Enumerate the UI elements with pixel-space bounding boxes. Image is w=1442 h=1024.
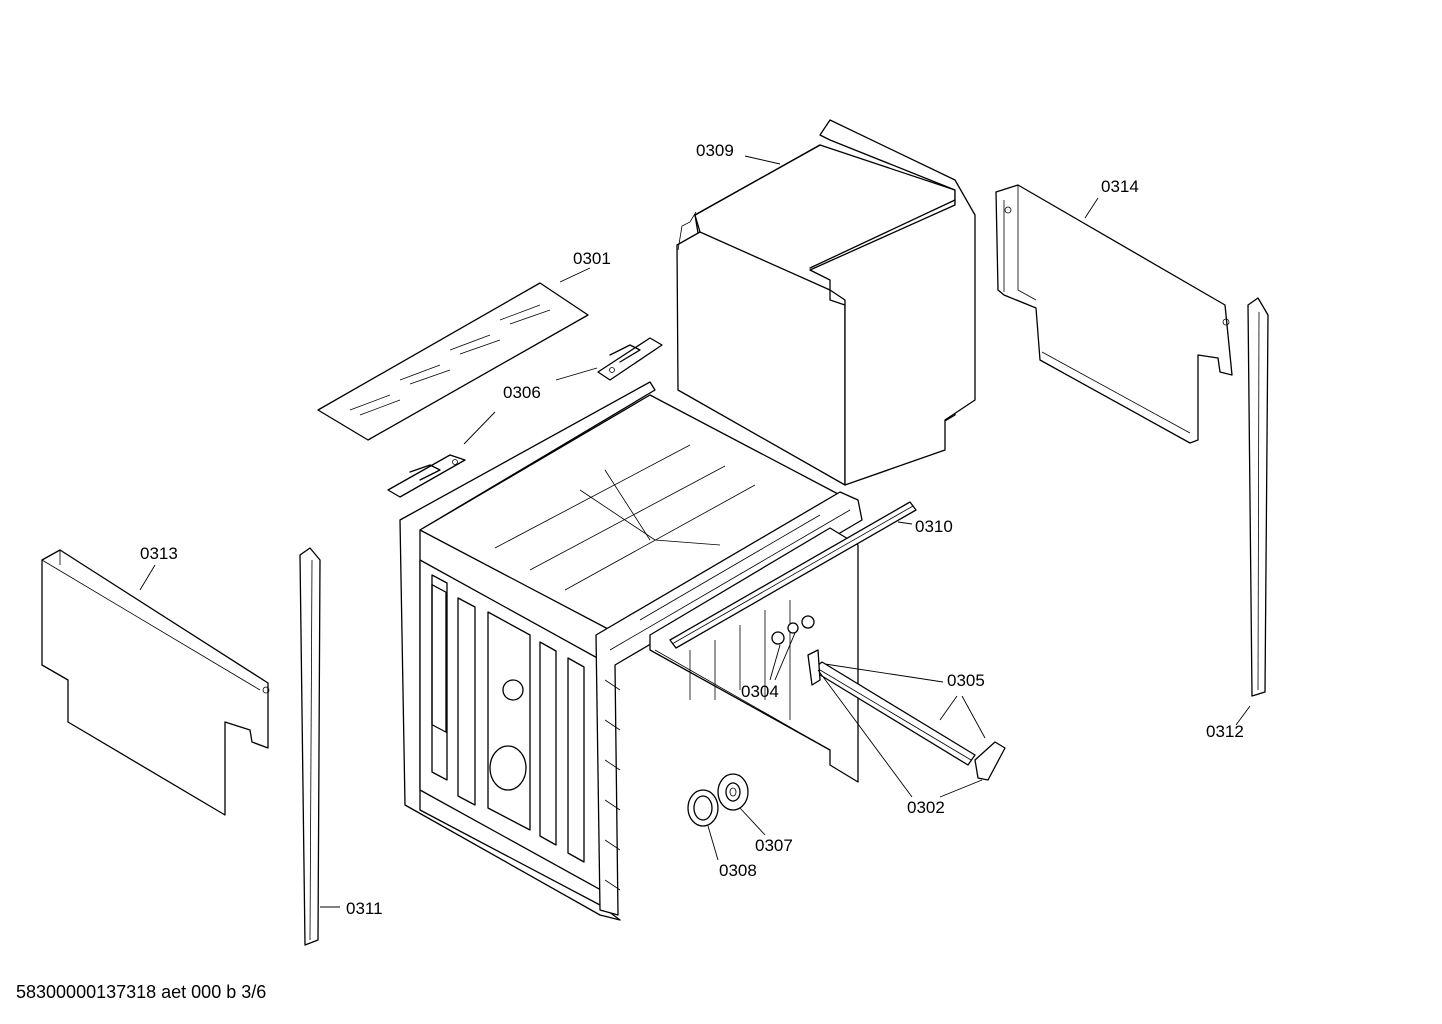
part-0304-knobs <box>771 615 815 645</box>
part-0312-seal-strip <box>1247 297 1269 697</box>
part-0301-insulation-mat <box>317 282 589 441</box>
label-0304: 0304 <box>741 682 779 701</box>
part-0313-side-panel <box>41 549 270 816</box>
part-0310-rail <box>669 501 917 649</box>
document-id-footer: 58300000137318 aet 000 b 3/6 <box>16 982 267 1002</box>
label-0307: 0307 <box>755 836 793 855</box>
part-0311-seal-strip <box>299 547 321 946</box>
label-0302: 0302 <box>907 798 945 817</box>
label-0312: 0312 <box>1206 722 1244 741</box>
part-0309-housing <box>676 119 976 486</box>
part-0306-bracket-upper <box>597 337 663 381</box>
label-0305: 0305 <box>947 671 985 690</box>
part-0305-rod <box>807 649 1006 781</box>
part-0314-side-panel <box>995 184 1233 444</box>
label-0313: 0313 <box>140 544 178 563</box>
label-0314: 0314 <box>1101 177 1139 196</box>
part-0306-bracket-lower <box>387 454 466 498</box>
label-0308: 0308 <box>719 861 757 880</box>
part-0308-ring <box>687 789 719 827</box>
label-0310: 0310 <box>915 517 953 536</box>
label-0309: 0309 <box>696 141 734 160</box>
label-0311: 0311 <box>346 899 383 918</box>
leader-lines <box>139 155 1251 908</box>
oven-cavity <box>399 381 863 921</box>
label-0301: 0301 <box>573 249 611 268</box>
label-0306: 0306 <box>503 383 541 402</box>
part-0307-disk <box>717 773 749 811</box>
